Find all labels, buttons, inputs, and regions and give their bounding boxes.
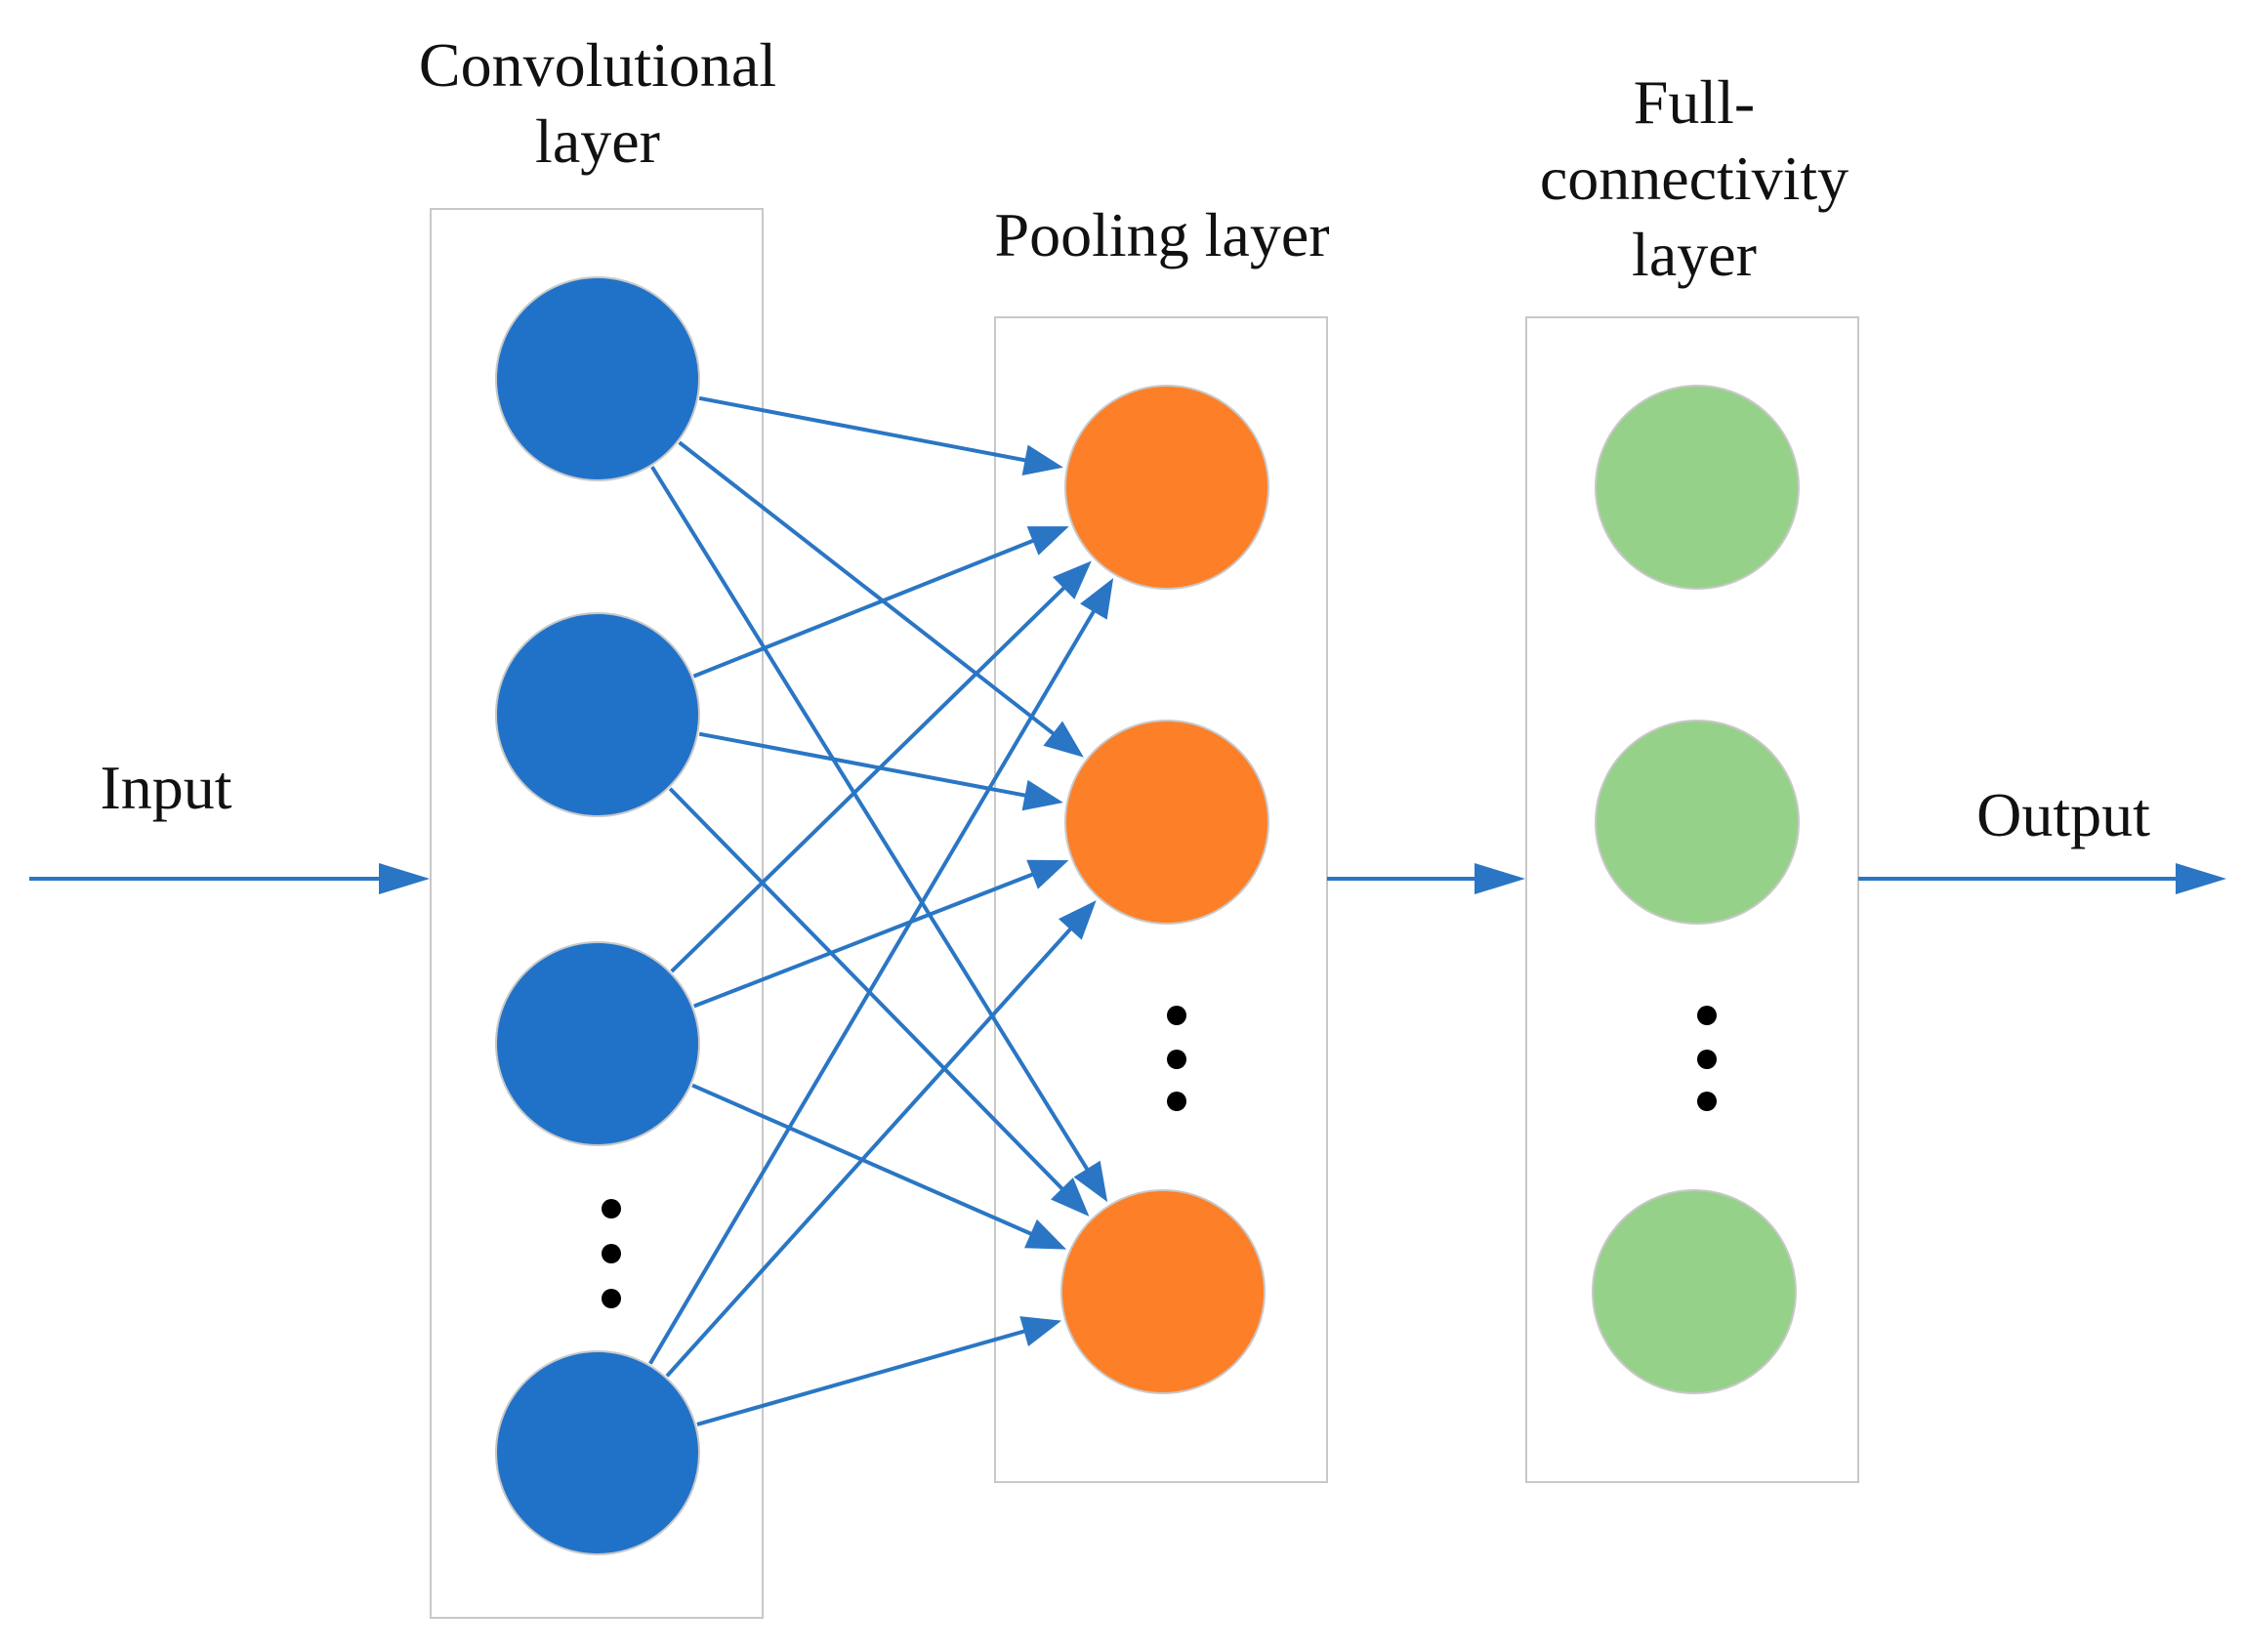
connection-line <box>670 581 1071 973</box>
pool-node <box>1064 720 1269 925</box>
ellipsis-dot <box>602 1244 621 1263</box>
fc-node <box>1595 385 1800 590</box>
fc-ellipsis <box>1697 1006 1717 1111</box>
ellipsis-dot <box>1167 1006 1186 1025</box>
ellipsis-dot <box>1697 1050 1717 1069</box>
connection-arrowhead <box>1024 1218 1067 1250</box>
ellipsis-dot <box>1167 1050 1186 1069</box>
fc-title-line1: Full- <box>1634 67 1755 137</box>
pool-to-fc-arrow-head <box>1475 863 1525 894</box>
conv-node <box>495 612 700 817</box>
fc-node <box>1592 1189 1797 1394</box>
connection-line <box>692 536 1041 679</box>
input-label: Input <box>100 753 231 822</box>
connection-line <box>691 1083 1039 1239</box>
pool-title: Pooling layer <box>994 200 1329 269</box>
connection-line <box>665 922 1077 1378</box>
connection-line <box>650 466 1093 1177</box>
fc-title-line2: connectivity <box>1540 144 1848 213</box>
output-arrow-head <box>2176 863 2226 894</box>
ellipsis-dot <box>602 1289 621 1308</box>
connection-arrowhead <box>1019 1316 1062 1346</box>
connection-line <box>698 731 1033 800</box>
conv-nodes <box>495 276 700 1555</box>
ellipsis-dot <box>1697 1092 1717 1111</box>
conv-ellipsis <box>602 1199 621 1308</box>
conv-node <box>495 276 700 481</box>
connection-arrowhead <box>1080 578 1114 620</box>
connection-line <box>696 1327 1032 1426</box>
connection-line <box>698 395 1033 464</box>
fc-title-line3: layer <box>1632 220 1757 289</box>
conv-title-line2: layer <box>535 106 660 176</box>
connection-arrowhead <box>1050 1177 1090 1217</box>
fc-layer-box <box>1525 316 1859 1483</box>
output-label: Output <box>1976 780 2150 849</box>
connection-line <box>693 869 1041 1009</box>
connection-arrowhead <box>1052 560 1092 599</box>
ellipsis-dot <box>1167 1092 1186 1111</box>
pool-nodes <box>1060 385 1269 1394</box>
fc-node <box>1595 720 1800 925</box>
ellipsis-dot <box>602 1199 621 1218</box>
conv-node <box>495 941 700 1146</box>
pool-node <box>1060 1189 1266 1394</box>
connection-arrowhead <box>1073 1160 1108 1203</box>
connection-line <box>678 440 1060 740</box>
connection-arrowhead <box>1026 526 1069 556</box>
ellipsis-dot <box>1697 1006 1717 1025</box>
connection-arrowhead <box>1021 779 1063 811</box>
connection-line <box>648 603 1100 1365</box>
pool-layer-box <box>994 316 1328 1483</box>
connection-arrowhead <box>1058 900 1097 940</box>
conv-node <box>495 1350 700 1555</box>
connection-arrowhead <box>1043 721 1084 758</box>
pool-node <box>1064 385 1269 590</box>
connection-arrowhead <box>1026 859 1069 889</box>
conv-title-line1: Convolutional <box>419 30 776 100</box>
pool-ellipsis <box>1167 1006 1186 1111</box>
connection-arrowhead <box>1021 444 1063 476</box>
input-arrow-head <box>379 863 430 894</box>
flow-arrows <box>29 863 2226 894</box>
conv-layer-box <box>430 208 764 1619</box>
connection-lines <box>648 395 1114 1426</box>
fc-nodes <box>1592 385 1800 1394</box>
